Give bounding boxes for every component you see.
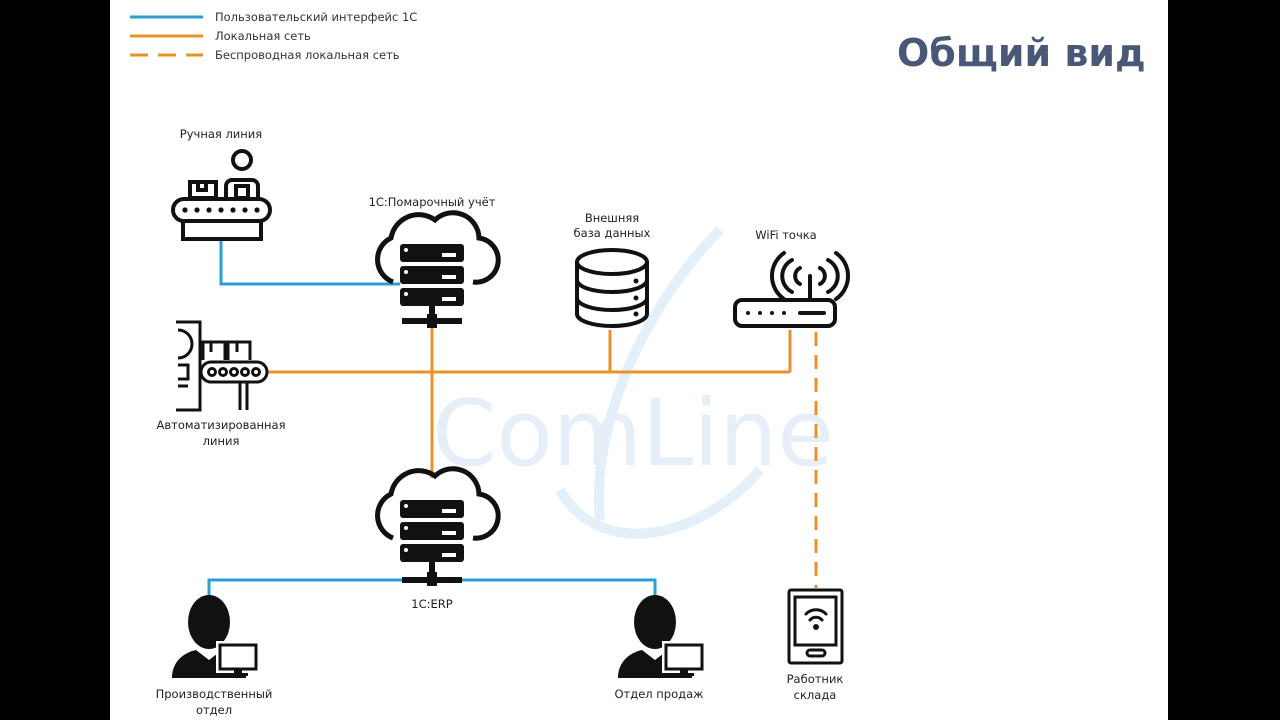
wms-label: 1С:Помарочный учёт <box>369 195 496 209</box>
watermark-text: ComLine <box>432 380 834 487</box>
legend-label-ui: Пользовательский интерфейс 1С <box>215 10 417 24</box>
ext-db-label-1: Внешняя <box>585 211 639 225</box>
warehouse-label-2: склада <box>794 688 837 702</box>
wifi-label: WiFi точка <box>755 228 816 242</box>
node-sales-dept[interactable]: Отдел продаж <box>615 595 707 701</box>
page-title: Общий вид <box>897 31 1146 75</box>
node-warehouse-worker[interactable]: Работник склада <box>787 588 844 702</box>
connections <box>207 240 818 598</box>
node-external-db[interactable]: Внешняя база данных <box>574 211 651 328</box>
ext-db-label-2: база данных <box>574 226 651 240</box>
link-manual-to-wms <box>219 240 400 286</box>
node-manual-line[interactable]: Ручная линия <box>171 127 272 241</box>
conveyor-worker-icon <box>171 149 272 241</box>
watermark: ComLine <box>432 226 834 539</box>
legend-label-lan: Локальная сеть <box>215 29 311 43</box>
production-label-2: отдел <box>196 703 232 717</box>
warehouse-label-1: Работник <box>787 672 844 686</box>
automated-conveyor-icon <box>176 320 269 412</box>
tablet-wifi-icon <box>787 588 844 665</box>
node-automated-line[interactable]: Автоматизированная линия <box>156 320 286 448</box>
database-icon <box>575 248 649 328</box>
wifi-router-icon <box>733 251 850 328</box>
auto-line-label-1: Автоматизированная <box>156 418 285 432</box>
watermark-swoosh <box>555 226 764 539</box>
legend-label-wireless: Беспроводная локальная сеть <box>215 48 400 62</box>
cloud-server-icon <box>375 466 501 586</box>
auto-line-label-2: линия <box>203 434 240 448</box>
slide <box>110 0 1168 720</box>
cloud-server-icon <box>375 210 501 328</box>
node-wms[interactable]: 1С:Помарочный учёт <box>369 195 501 328</box>
user-computer-icon <box>618 595 706 678</box>
manual-line-label: Ручная линия <box>180 127 262 141</box>
sales-label: Отдел продаж <box>615 687 704 701</box>
erp-label: 1С:ERP <box>411 597 452 611</box>
user-computer-icon <box>172 595 260 678</box>
node-wifi-point[interactable]: WiFi точка <box>733 228 850 328</box>
production-label-1: Производственный <box>156 687 273 701</box>
legend: Пользовательский интерфейс 1С Локальная … <box>130 10 417 62</box>
node-production-dept[interactable]: Производственный отдел <box>156 595 273 717</box>
node-erp[interactable]: 1С:ERP <box>375 466 501 611</box>
